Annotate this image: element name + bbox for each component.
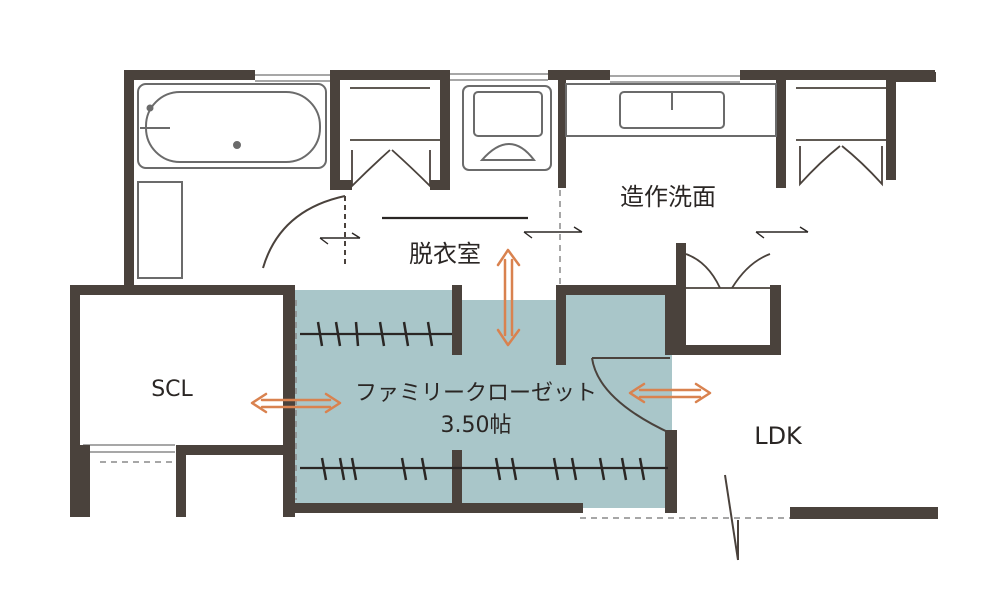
arrow-scl-to-closet [250,392,342,414]
room-labels: 脱衣室 造作洗面 SCL ファミリークローゼット 3.50帖 LDK [151,183,803,450]
arrow-closet-to-ldk [628,382,712,404]
label-scl: SCL [151,377,193,402]
arrow-dressing-to-closet [496,248,521,347]
upper-closets [350,87,886,289]
traffic-arrows [250,248,712,414]
hanger-rods [300,216,668,481]
washing-machine [462,85,552,171]
family-closet-floor [293,285,672,508]
flow-marks [319,226,809,245]
bathtub [137,83,327,279]
label-ldk: LDK [754,422,803,450]
label-dressing-room: 脱衣室 [409,240,481,268]
label-family-closet: ファミリークローゼット [355,381,597,406]
label-family-closet-area: 3.50帖 [441,413,512,438]
label-vanity: 造作洗面 [620,183,716,211]
swing-doors [262,195,739,561]
windows [83,73,740,453]
vanity-counter [565,83,777,137]
walls [70,70,938,519]
